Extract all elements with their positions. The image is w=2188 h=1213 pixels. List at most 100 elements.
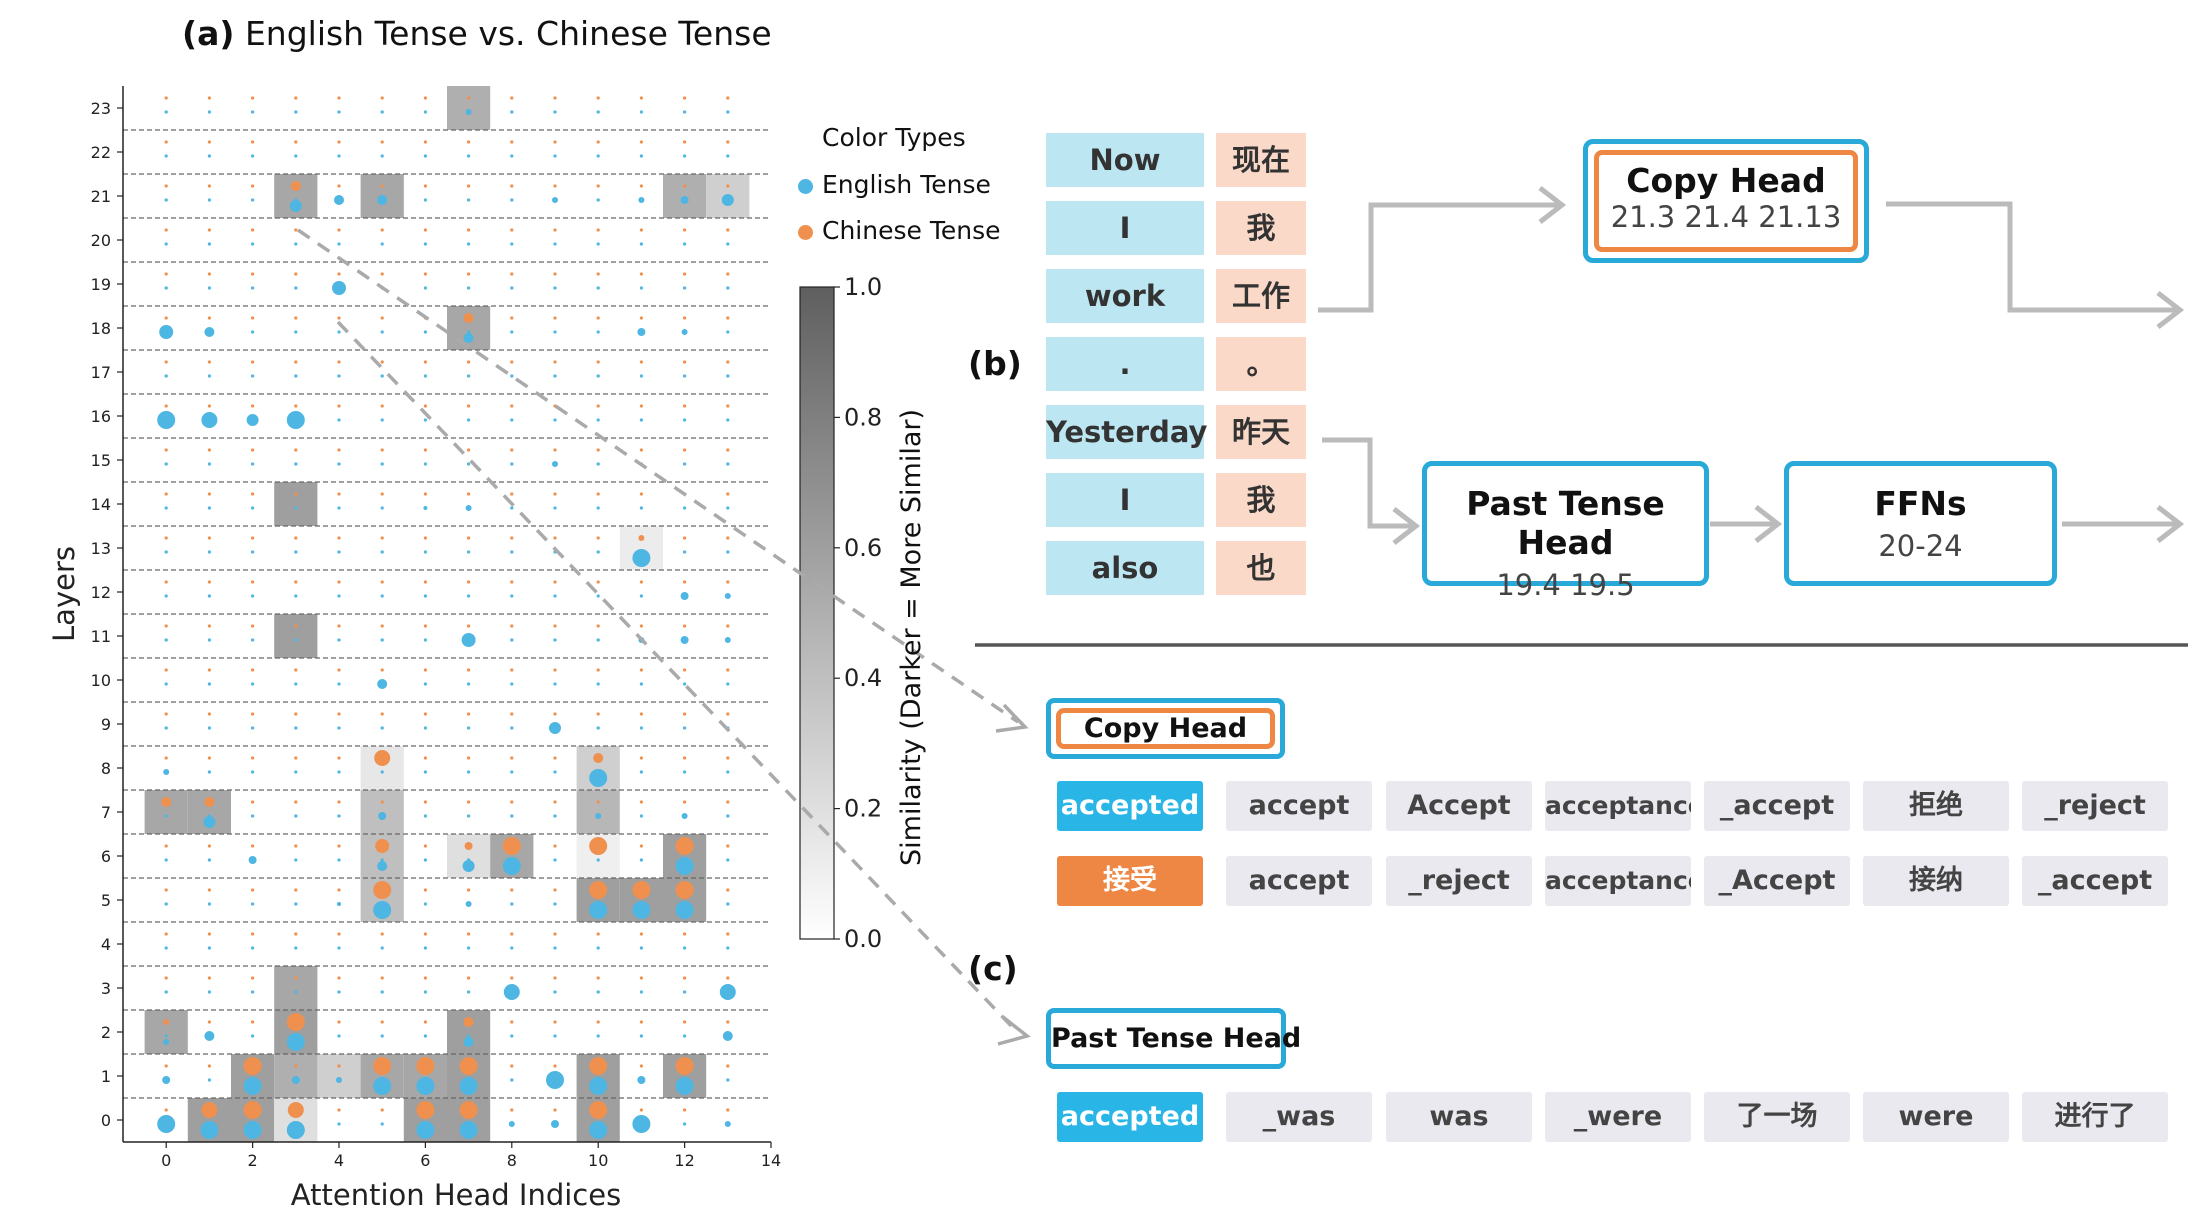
english-tense-point: [462, 860, 475, 872]
bg-dot: [639, 990, 644, 994]
bg-dot: [251, 682, 255, 686]
y-tick-label: 21: [91, 187, 111, 206]
bg-dot: [380, 272, 384, 276]
bg-dot: [423, 198, 427, 202]
english-tense-point: [595, 813, 602, 819]
chinese-tense-point: [463, 313, 474, 323]
bg-dot: [294, 668, 298, 672]
bg-dot: [510, 536, 514, 540]
english-tense-point: [637, 328, 646, 336]
chinese-tense-point: [375, 839, 390, 853]
bg-dot: [467, 682, 471, 686]
x-axis-label: Attention Head Indices: [291, 1178, 621, 1212]
english-tense-point: [286, 411, 305, 429]
bg-dot: [639, 726, 644, 730]
past-tense-head-tag: Past Tense Head: [1046, 1008, 1301, 1069]
bg-dot: [423, 902, 427, 906]
bg-dot: [510, 800, 514, 804]
bg-dot: [467, 228, 471, 232]
bg-dot: [726, 668, 730, 672]
bg-dot: [207, 624, 211, 628]
english-tense-point: [675, 857, 694, 875]
bg-dot: [423, 726, 427, 730]
candidate-token-chip: 了一场: [1704, 1092, 1850, 1142]
arrow-yesterday-to-past: [1322, 437, 1416, 529]
bg-dot: [596, 198, 600, 202]
bg-dot: [380, 1108, 384, 1112]
english-tense-point: [508, 1121, 515, 1127]
bg-dot: [467, 154, 471, 158]
bg-dot: [380, 404, 384, 408]
bg-dot: [207, 770, 211, 774]
bg-dot: [294, 756, 298, 760]
bg-dot: [380, 1122, 384, 1126]
bg-dot: [337, 1020, 341, 1024]
bg-dot: [467, 550, 471, 554]
bg-dot: [683, 932, 687, 936]
y-tick-label: 1: [101, 1067, 111, 1086]
bg-dot: [164, 902, 168, 906]
bg-dot: [337, 228, 341, 232]
bg-dot: [380, 1034, 384, 1038]
bg-dot: [467, 360, 471, 364]
bg-dot: [164, 712, 168, 716]
bg-dot: [639, 844, 644, 848]
bg-dot: [164, 198, 168, 202]
copy-head-box: Copy Head 21.3 21.4 21.13: [1583, 139, 1869, 263]
bg-dot: [726, 770, 730, 774]
bg-dot: [207, 242, 211, 246]
bg-dot: [683, 272, 687, 276]
bg-dot: [294, 932, 298, 936]
bg-dot: [467, 770, 471, 774]
bg-dot: [423, 110, 427, 114]
candidate-token-chip: was: [1386, 1092, 1532, 1142]
bg-dot: [510, 506, 514, 510]
english-tense-point: [337, 902, 341, 906]
bg-dot: [423, 330, 427, 334]
candidate-token-chip: were: [1863, 1092, 2009, 1142]
english-tense-point: [552, 461, 558, 467]
bg-dot: [510, 712, 514, 716]
bg-dot: [726, 316, 730, 320]
bg-dot: [423, 770, 427, 774]
english-tense-point: [246, 414, 259, 426]
bg-dot: [380, 580, 384, 584]
bg-dot: [467, 330, 471, 334]
bg-dot: [553, 228, 557, 232]
english-tense-point: [332, 281, 346, 295]
bg-dot: [726, 154, 730, 158]
bg-dot: [683, 946, 687, 950]
chinese-tense-point: [373, 881, 392, 899]
bg-dot: [337, 492, 341, 496]
bg-dot: [251, 990, 255, 994]
bg-dot: [683, 756, 687, 760]
bg-dot: [164, 286, 168, 290]
bg-dot: [251, 624, 255, 628]
bg-dot: [510, 1020, 514, 1024]
bg-dot: [164, 594, 168, 598]
bg-dot: [380, 448, 384, 452]
english-tense-point: [503, 984, 520, 1000]
bg-dot: [726, 976, 730, 980]
bg-dot: [207, 902, 211, 906]
bg-dot: [380, 228, 384, 232]
bg-dot: [467, 976, 471, 980]
colorbar-tick-label: 0.8: [844, 403, 882, 431]
bg-dot: [251, 814, 255, 818]
candidate-token-chip: _were: [1545, 1092, 1691, 1142]
bg-dot: [294, 360, 298, 364]
y-tick-label: 9: [101, 715, 111, 734]
bg-dot: [726, 536, 730, 540]
bg-dot: [639, 756, 644, 760]
bg-dot: [467, 462, 471, 466]
bg-dot: [596, 154, 600, 158]
bg-dot: [467, 272, 471, 276]
english-tense-point: [675, 901, 694, 919]
english-tense-point: [465, 109, 472, 115]
bg-dot: [683, 536, 687, 540]
bg-dot: [207, 844, 211, 848]
english-tense-point: [459, 1121, 478, 1139]
chinese-tense-point: [286, 1013, 305, 1031]
bg-dot: [423, 418, 427, 422]
english-tense-point: [459, 1077, 478, 1095]
